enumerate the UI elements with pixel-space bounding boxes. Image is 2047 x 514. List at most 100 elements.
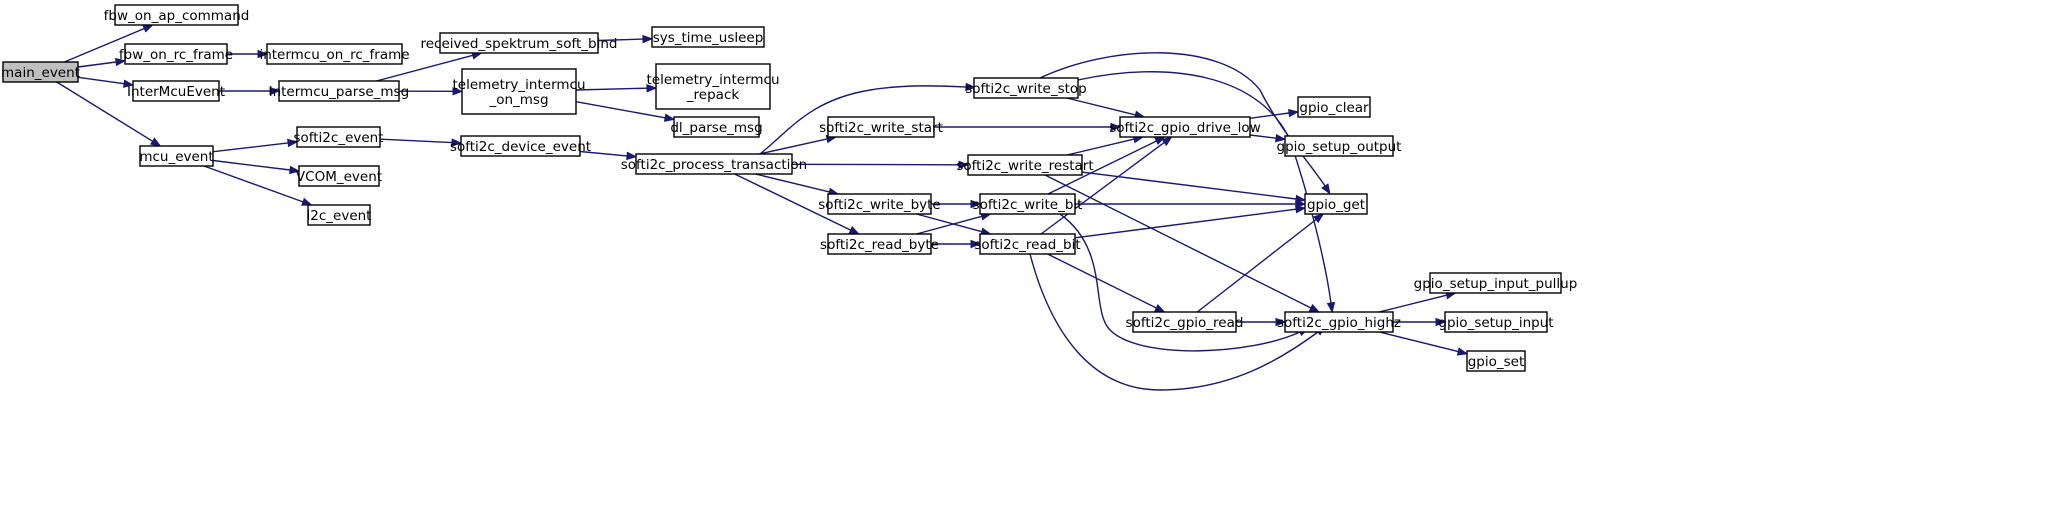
node-fbw_on_rc_frame[interactable]: fbw_on_rc_frame bbox=[119, 43, 233, 65]
node-label: gpio_setup_input_pullup bbox=[1414, 276, 1578, 292]
node-telemetry_intermcu_repack[interactable]: telemetry_intermcu_repack bbox=[646, 63, 780, 110]
arrowhead-icon bbox=[848, 226, 861, 235]
edge-softi2c_process_transaction-to-softi2c_write_restart bbox=[791, 160, 970, 170]
node-label: gpio_clear bbox=[1299, 100, 1369, 116]
edge-line bbox=[1066, 97, 1136, 116]
node-gpio_setup_input[interactable]: gpio_setup_input bbox=[1438, 311, 1554, 333]
edge-line bbox=[575, 101, 666, 119]
node-label: dl_parse_msg bbox=[670, 120, 762, 136]
node-label: received_spektrum_soft_bind bbox=[421, 36, 618, 52]
node-label: softi2c_device_event bbox=[450, 139, 591, 155]
node-softi2c_write_bit[interactable]: softi2c_write_bit bbox=[973, 193, 1083, 215]
node-softi2c_gpio_drive_low[interactable]: softi2c_gpio_drive_low bbox=[1109, 116, 1261, 138]
node-dl_parse_msg[interactable]: dl_parse_msg bbox=[670, 116, 763, 138]
edge-softi2c_write_byte-to-softi2c_write_bit bbox=[931, 199, 982, 209]
arrowhead-icon bbox=[1161, 136, 1173, 147]
edge-line bbox=[1044, 174, 1312, 309]
edge-softi2c_gpio_read-to-softi2c_gpio_highz bbox=[1236, 317, 1287, 327]
edge-line bbox=[1039, 52, 1326, 187]
node-box bbox=[1284, 311, 1394, 333]
edge-line bbox=[1379, 331, 1459, 353]
node-box bbox=[979, 233, 1076, 255]
node-box bbox=[114, 4, 239, 26]
node-softi2c_gpio_read[interactable]: softi2c_gpio_read bbox=[1126, 311, 1244, 333]
arrowhead-icon bbox=[1321, 183, 1331, 195]
node-telemetry_intermcu_on_msg[interactable]: telemetry_intermcu_on_msg bbox=[452, 68, 586, 115]
node-received_spektrum_soft_bind[interactable]: received_spektrum_soft_bind bbox=[421, 32, 618, 54]
node-box bbox=[1119, 116, 1251, 138]
edge-mcu_event-to-VCOM_event bbox=[212, 159, 301, 175]
node-main_event[interactable]: main_event bbox=[1, 61, 80, 83]
node-mcu_event[interactable]: mcu_event bbox=[139, 145, 214, 167]
node-box bbox=[973, 77, 1079, 99]
node-i2c_event[interactable]: i2c_event bbox=[307, 204, 372, 226]
node-intermcu_on_rc_frame[interactable]: intermcu_on_rc_frame bbox=[259, 43, 410, 65]
edge-softi2c_gpio_drive_low-to-gpio_clear bbox=[1249, 108, 1300, 119]
node-box bbox=[827, 193, 932, 215]
node-gpio_set[interactable]: gpio_set bbox=[1466, 350, 1526, 372]
node-label: main_event bbox=[1, 65, 80, 81]
edge-InterMcuEvent-to-intermcu_parse_msg bbox=[219, 86, 281, 96]
node-label: i2c_event bbox=[307, 208, 372, 224]
node-label: telemetry_intermcu bbox=[646, 72, 779, 88]
node-gpio_setup_input_pullup[interactable]: gpio_setup_input_pullup bbox=[1414, 272, 1578, 294]
node-softi2c_read_byte[interactable]: softi2c_read_byte bbox=[820, 233, 939, 255]
edge-mcu_event-to-i2c_event bbox=[203, 165, 313, 206]
edge-softi2c_write_restart-to-gpio_get bbox=[1081, 171, 1307, 204]
node-label: softi2c_gpio_drive_low bbox=[1109, 120, 1260, 136]
node-softi2c_write_stop[interactable]: softi2c_write_stop bbox=[965, 77, 1087, 99]
arrowhead-icon bbox=[642, 34, 654, 44]
node-label: InterMcuEvent bbox=[127, 84, 225, 100]
arrowhead-icon bbox=[287, 138, 299, 148]
node-box bbox=[655, 63, 771, 110]
node-InterMcuEvent[interactable]: InterMcuEvent bbox=[127, 80, 225, 102]
node-softi2c_write_byte[interactable]: softi2c_write_byte bbox=[818, 193, 941, 215]
node-label: softi2c_gpio_read bbox=[1126, 315, 1244, 331]
arrowhead-icon bbox=[301, 197, 313, 206]
arrowhead-icon bbox=[970, 239, 982, 249]
node-softi2c_process_transaction[interactable]: softi2c_process_transaction bbox=[621, 153, 808, 175]
arrowhead-icon bbox=[1295, 205, 1307, 214]
node-box bbox=[278, 80, 400, 102]
node-box bbox=[439, 32, 599, 54]
node-softi2c_gpio_highz[interactable]: softi2c_gpio_highz bbox=[1277, 311, 1401, 333]
node-box bbox=[673, 116, 760, 138]
edge-softi2c_event-to-softi2c_device_event bbox=[379, 138, 463, 147]
arrowhead-icon bbox=[965, 82, 977, 92]
edge-softi2c_process_transaction-to-softi2c_write_stop bbox=[759, 82, 977, 155]
node-box bbox=[967, 154, 1083, 176]
edge-line bbox=[1074, 208, 1297, 239]
edge-line bbox=[1040, 141, 1165, 235]
edge-softi2c_device_event-to-softi2c_process_transaction bbox=[579, 150, 638, 161]
node-gpio_setup_output[interactable]: gpio_setup_output bbox=[1277, 135, 1402, 157]
edge-line bbox=[758, 138, 828, 155]
node-gpio_get[interactable]: gpio_get bbox=[1304, 193, 1368, 215]
node-softi2c_event[interactable]: softi2c_event bbox=[293, 126, 384, 148]
node-softi2c_device_event[interactable]: softi2c_device_event bbox=[450, 135, 591, 157]
edge-softi2c_write_stop-to-softi2c_gpio_highz bbox=[1077, 71, 1336, 314]
node-box bbox=[1284, 135, 1394, 157]
edge-line bbox=[579, 150, 628, 157]
edge-softi2c_gpio_highz-to-gpio_setup_input bbox=[1393, 317, 1447, 327]
node-box bbox=[1304, 193, 1368, 215]
edge-fbw_on_rc_frame-to-intermcu_on_rc_frame bbox=[227, 49, 269, 59]
node-label: _on_msg bbox=[488, 92, 548, 108]
node-sys_time_usleep[interactable]: sys_time_usleep bbox=[651, 26, 765, 48]
node-fbw_on_ap_command[interactable]: fbw_on_ap_command bbox=[104, 4, 250, 26]
node-label: intermcu_on_rc_frame bbox=[259, 47, 409, 63]
edge-line bbox=[916, 213, 982, 233]
edge-softi2c_read_bit-to-gpio_get bbox=[1074, 205, 1307, 239]
node-gpio_clear[interactable]: gpio_clear bbox=[1297, 96, 1371, 118]
edge-softi2c_write_restart-to-softi2c_gpio_drive_low bbox=[1066, 135, 1145, 156]
node-softi2c_read_bit[interactable]: softi2c_read_bit bbox=[974, 233, 1081, 255]
node-label: _repack bbox=[686, 87, 740, 103]
edge-line bbox=[1029, 253, 1319, 391]
node-softi2c_write_restart[interactable]: softi2c_write_restart bbox=[956, 154, 1094, 176]
arrowhead-icon bbox=[1326, 301, 1336, 314]
edge-mcu_event-to-softi2c_event bbox=[212, 138, 299, 153]
node-softi2c_write_start[interactable]: softi2c_write_start bbox=[819, 116, 943, 138]
node-intermcu_parse_msg[interactable]: intermcu_parse_msg bbox=[269, 80, 409, 102]
arrowhead-icon bbox=[115, 57, 127, 67]
node-VCOM_event[interactable]: VCOM_event bbox=[296, 165, 382, 187]
